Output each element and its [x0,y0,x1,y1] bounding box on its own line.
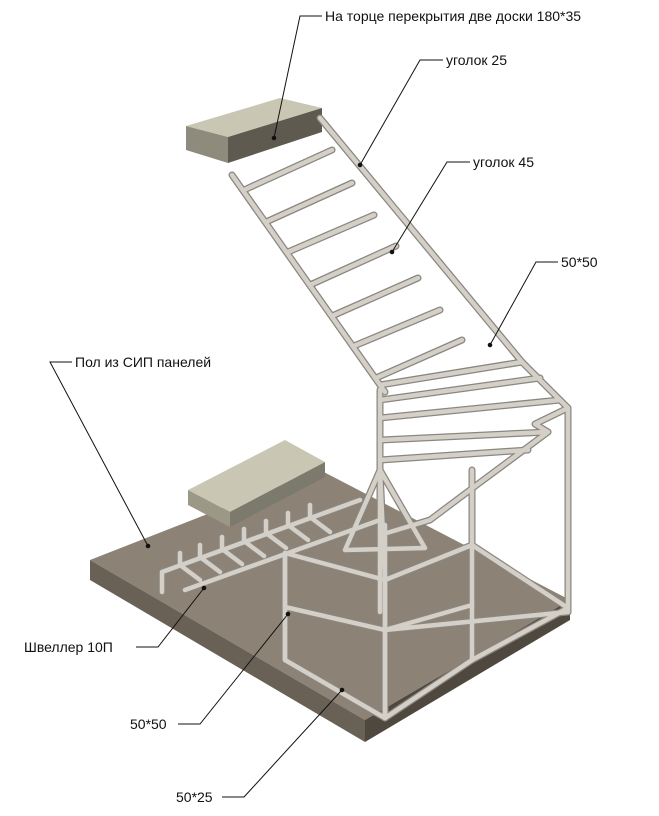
label-channel-10p: Швеллер 10П [24,639,113,655]
leader-channel-10p [136,587,205,648]
label-angle-45: уголок 45 [473,154,534,170]
label-sip-floor: Пол из СИП панелей [75,354,212,370]
label-angle-25: уголок 25 [446,52,507,68]
label-50x25: 50*25 [176,789,213,805]
upper-floor-slab [186,98,322,163]
leader-lines [49,15,558,798]
label-50x50-top: 50*50 [561,254,598,270]
leader-angle-45 [391,161,470,253]
label-deck-boards: На торце перекрытия две доски 180*35 [325,8,582,24]
label-50x50-bottom: 50*50 [130,716,167,732]
leader-angle-25 [359,59,443,166]
leader-deck-boards [273,15,322,139]
steel-frame [158,114,572,722]
leader-50x50-bottom [178,613,289,725]
leader-sip-floor [49,361,149,547]
leader-50x25 [222,689,343,798]
leader-50x50-top [489,261,558,346]
lower-landing-slab [188,440,325,527]
